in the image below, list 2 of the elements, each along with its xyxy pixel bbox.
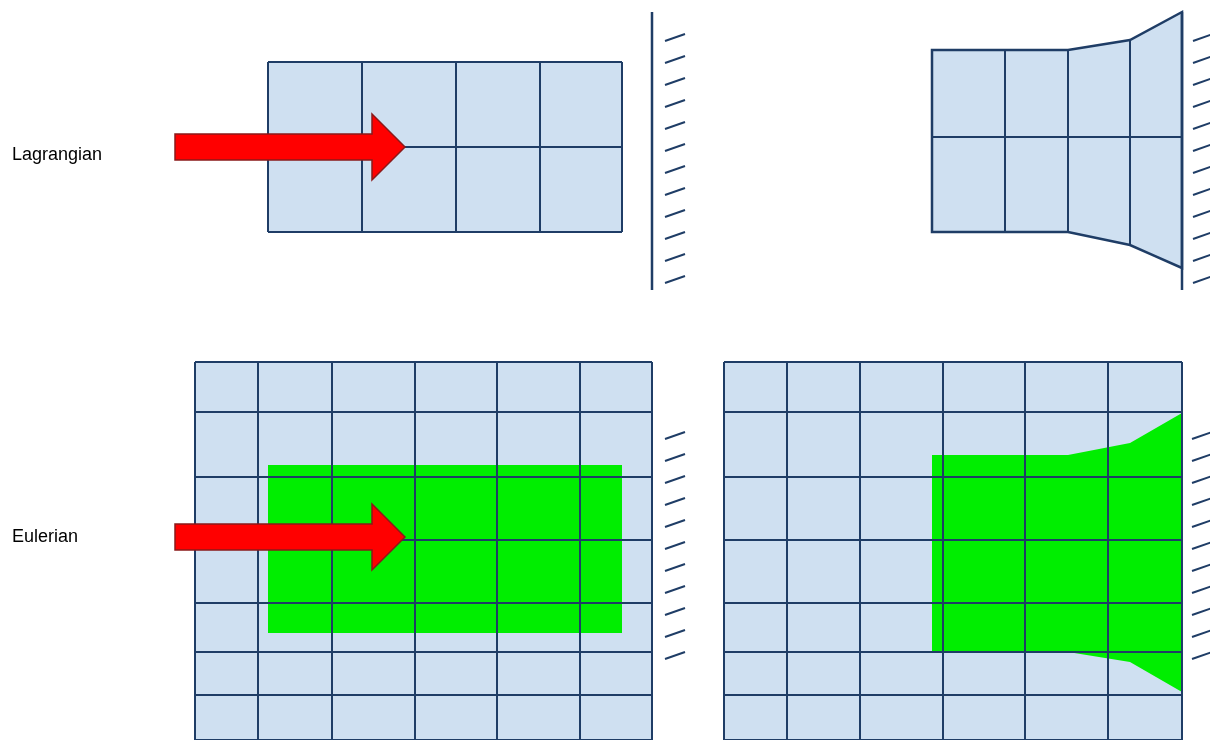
row-label: Lagrangian [12,144,103,165]
row-label: Eulerian [12,526,79,547]
